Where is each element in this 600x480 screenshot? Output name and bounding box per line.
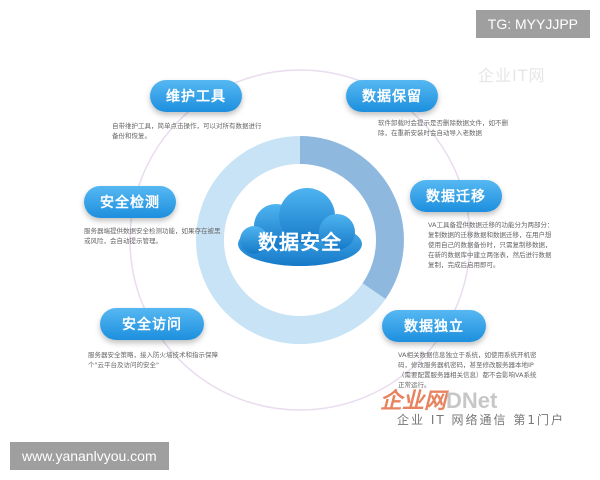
- site-url-tag: www.yananlvyou.com: [10, 442, 169, 470]
- watermark-brand: 企业网: [380, 388, 447, 413]
- ring-dark-arc: [299, 136, 404, 299]
- center-label: 数据安全: [258, 230, 342, 254]
- node-independence-desc: VA相关数据信息独立于系统，如使用系统开机密码，修改服务器机密码，甚至修改服务器…: [398, 351, 537, 389]
- watermark-brand-suffix: D: [446, 388, 462, 413]
- node-migration-title: 数据迁移: [410, 180, 502, 212]
- outer-orbit: [129, 69, 471, 411]
- node-access-desc: 服务器安全策略，接入防火墙技术和指示保障个"云平台及访问的安全": [88, 351, 218, 369]
- node-maintenance-desc: 自带维护工具，简单点击操作，可以对所有数据进行备份和恢复。: [112, 122, 262, 140]
- node-preservation-title: 数据保留: [346, 80, 438, 112]
- node-detection-title: 安全检测: [84, 186, 176, 218]
- node-maintenance-title: 维护工具: [150, 80, 242, 112]
- watermark-logo: 企业网DNet: [380, 383, 497, 415]
- node-access-title: 安全访问: [100, 308, 204, 340]
- node-preservation-desc: 软件卸载时会提示是否删除数据文件，如不删除，在重新安装时会自动导入老数据: [378, 119, 508, 137]
- watermark-slogan: 企业 IT 网络通信 第1门户: [397, 413, 565, 427]
- node-independence-title: 数据独立: [382, 310, 486, 342]
- node-migration-desc: VA工具备提供数据迁移的功能分为两部分：复制数据的迁移数据和数据迁移，在用户想使…: [428, 221, 554, 269]
- cloud-icon: [238, 188, 362, 266]
- tg-tag: TG: MYYJJPP: [475, 10, 590, 38]
- faint-watermark: 企业IT网: [478, 66, 546, 85]
- watermark-net: Net: [461, 388, 498, 413]
- node-detection-desc: 服务器端提供数据安全检测功能，如果存在被黑或风险，会自动提示管理。: [84, 227, 221, 245]
